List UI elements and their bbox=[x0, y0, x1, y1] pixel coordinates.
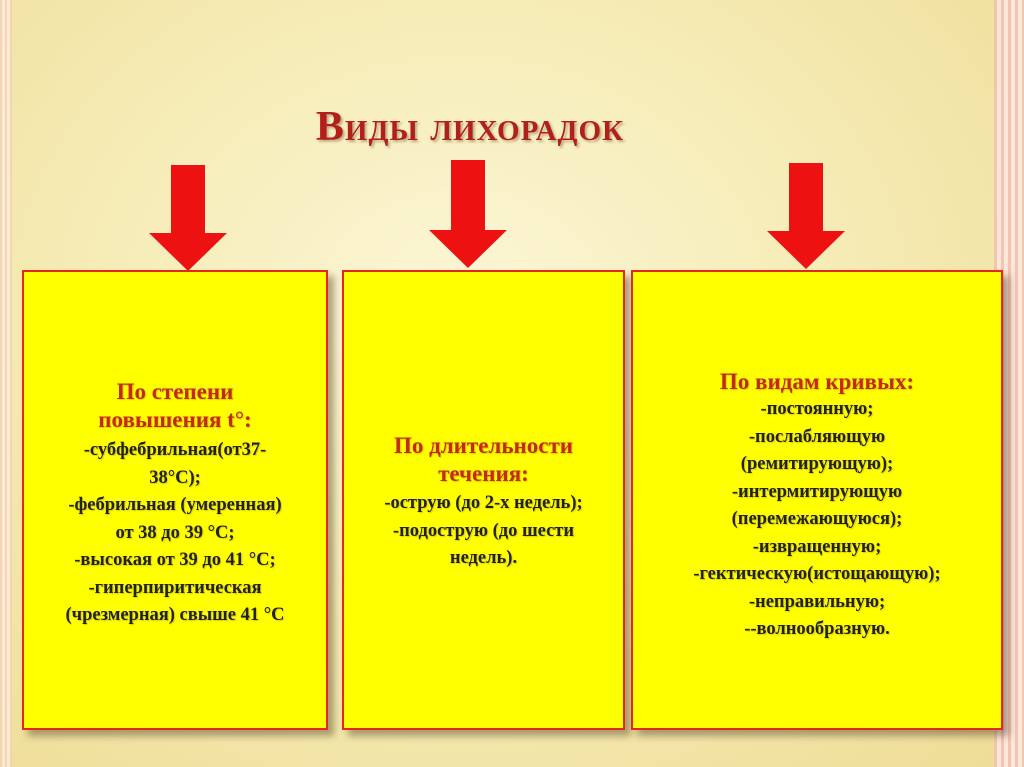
list-item: -острую (до 2-х недель); bbox=[384, 493, 583, 513]
box-heading: По длительности bbox=[393, 433, 573, 458]
list-item: --волнообразную. bbox=[744, 619, 890, 639]
list-item: -гиперпиритическая bbox=[88, 577, 262, 598]
list-item: -высокая от 39 до 41 °С; bbox=[74, 550, 276, 570]
list-item: -извращенную; bbox=[752, 536, 882, 557]
arrow-down-icon bbox=[429, 160, 507, 268]
box-duration: По длительности течения: -острую (до 2-х… bbox=[342, 270, 625, 730]
list-item: -послабляющую bbox=[748, 426, 886, 447]
arrow-down-icon bbox=[149, 165, 227, 271]
box-heading: повышения t°: bbox=[98, 407, 252, 432]
list-item: от 38 до 39 °С; bbox=[115, 522, 235, 543]
box-curve-types: По видам кривых: -постоянную; -послабляю… bbox=[631, 270, 1003, 730]
box-heading: течения: bbox=[438, 461, 529, 486]
box-degree-of-rise: По степени повышения t°: -субфебрильная(… bbox=[22, 270, 328, 730]
list-item: -субфебрильная(от37- bbox=[83, 440, 267, 460]
list-item: -подострую (до шести bbox=[392, 520, 575, 541]
list-item: -интермитирующую bbox=[731, 481, 903, 502]
list-item: (чрезмерная) свыше 41 °С bbox=[65, 605, 285, 625]
list-item: -гектическую(истощающую); bbox=[693, 564, 941, 584]
list-item: -неправильную; bbox=[748, 591, 886, 612]
arrow-down-icon bbox=[767, 163, 845, 269]
box-heading: По степени bbox=[116, 379, 234, 404]
list-item: 38°С); bbox=[149, 467, 201, 488]
slide-title: Виды лихорадок bbox=[315, 104, 625, 150]
list-item: (перемежающуюся); bbox=[731, 509, 903, 529]
box-heading: По видам кривых: bbox=[719, 369, 915, 394]
list-item: -постоянную; bbox=[760, 399, 874, 419]
list-item: -фебрильная (умеренная) bbox=[68, 495, 282, 515]
list-item: (ремитирующую); bbox=[740, 454, 894, 474]
list-item: недель). bbox=[449, 548, 518, 568]
left-decor-stripes bbox=[0, 0, 12, 767]
